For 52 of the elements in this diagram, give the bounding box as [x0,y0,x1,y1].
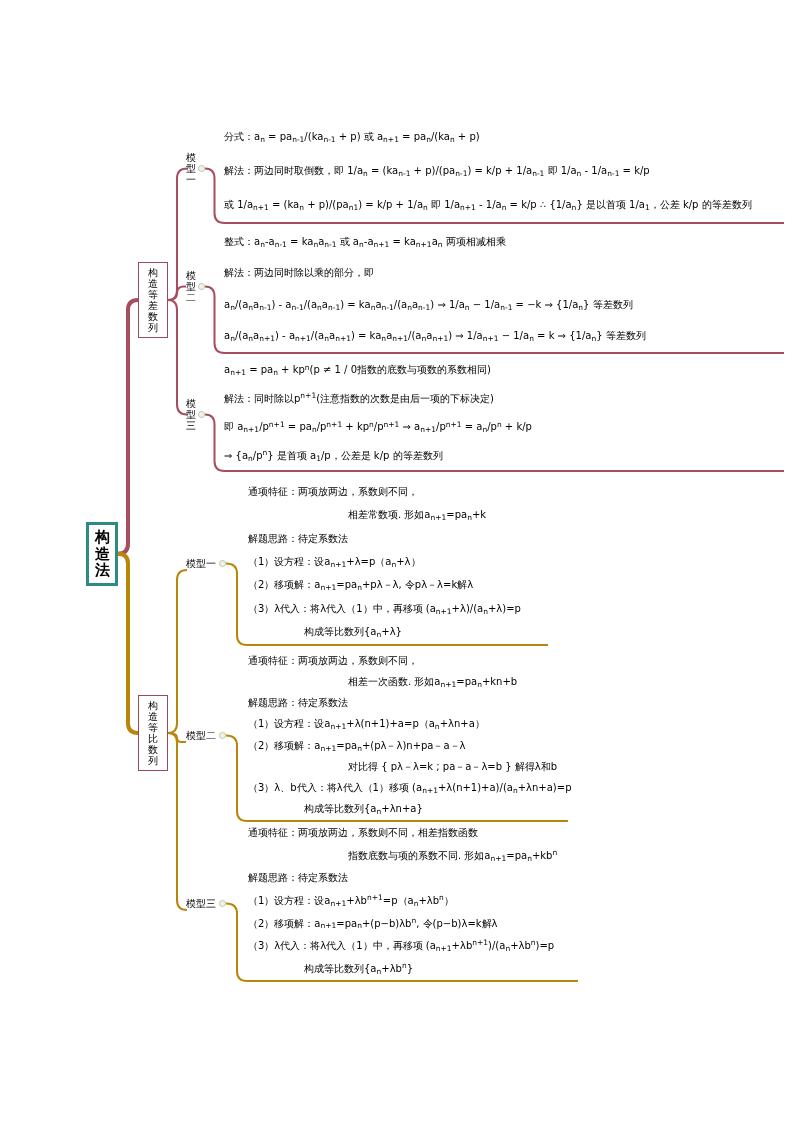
formula-line: 对比得 { pλ－λ=k ; pa－a－λ=b } 解得λ和b [347,759,559,774]
topic-text: 构造法 [94,529,110,579]
formula-line: （3）λ代入：将λ代入（1）中，再移项 (a$_{n+1}$+λb$^{n+1}$)/(a$_{n}$+λb$^{n}$)=p [248,939,556,954]
formula-line: （2）移项解：a$_{n+1}$=pa$_{n}$+pλ－λ, 令pλ－λ=k解λ [248,578,475,593]
formula-line: （2）移项解：a$_{n+1}$=pa$_{n}$+(pλ－λ)n+pa－a－λ [248,738,467,753]
formula-line: 相差常数项. 形如a$_{n+1}$=pa$_{n}$+k [347,508,488,523]
branch-connector [117,298,140,556]
topic-text: 模型一 [186,557,216,571]
formula-line: 构成等比数列{a$_{n}$+λn+a} [303,802,424,817]
formula-line: 整式：a$_{n}$-a$_{n-1}$ = ka$_{n}$a$_{n-1}$ 或 a$_{n}$-a$_{n+1}$ = ka$_{n+1}$a$_{n}$ 两项相减相乘 [224,234,507,249]
formula-line: a$_{n}$/(a$_{n}$a$_{n+1}$) - a$_{n+1}$/(a$_{n}$a$_{n+1}$) = ka$_{n}$a$_{n+1}$/(a$_{n}$a$_{n+1}$) ⇒ 1/a$_{n+1}$ − 1/a$_{n}$ = k ⇒ {1/a$_{n}$} 等差数列 [224,329,647,344]
topic-text: 模型三 [186,897,216,911]
formula-line: 解题思路：待定系数法 [248,696,349,711]
root-topic-box [86,522,118,586]
formula-line: （3）λ代入：将λ代入（1）中，再移项 (a$_{n+1}$+λ)/(a$_{n}$+λ)=p [248,601,522,616]
formula-line: 通项特征：两项放两边，系数则不同，相差指数函数 [248,826,479,841]
formula-line: 解法：同时除以p$^{n+1}$(注意指数的次数是由后一项的下标决定) [224,391,495,406]
model-label [186,896,226,911]
topic-text: 构造等比数列 [148,700,158,766]
topic-text: 模型三 [186,398,196,431]
formula-line: （2）移项解：a$_{n+1}$=pa$_{n}$+(p−b)λb$^{n}$, 令(p−b)λ=k解λ [248,916,499,931]
topic-text: 模型二 [186,729,216,743]
formula-line: 解法：两边同时取倒数，即 1/a$_{n}$ = (ka$_{n-1}$ + p)/(pa$_{n-1}$) = k/p + 1/a$_{n-1}$ 即 1/a$_{n}$ - 1/a$_{n-1}$ = k/p [224,164,651,178]
formula-line: a$_{n+1}$ = pa$_{n}$ + kp$^{n}$(p ≠ 1 / 0指数的底数与项数的系数相同) [224,363,492,378]
formula-line: 指数底数与项的系数不同. 形如a$_{n+1}$=pa$_{n}$+kb$^{n}$ [347,848,559,863]
branch-connector [117,551,140,735]
topic-text: 构造等差数列 [148,267,158,333]
formula-line: a$_{n}$/(a$_{n}$a$_{n-1}$) - a$_{n-1}$/(a$_{n}$a$_{n-1}$) = ka$_{n}$a$_{n-1}$/(a$_{n}$a$_{n-1}$) ⇒ 1/a$_{n}$ − 1/a$_{n-1}$ = −k ⇒ {1/a$_{n}$} 等差数列 [224,297,634,312]
model-label [186,270,205,303]
formula-line: 解题思路：待定系数法 [248,871,349,886]
formula-line: 解题思路：待定系数法 [248,531,349,546]
formula-line: 通项特征：两项放两边，系数则不同， [248,484,419,499]
formula-line: 即 a$_{n+1}$/p$^{n+1}$ = pa$_{n}$/p$^{n+1}$ + kp$^{n}$/p$^{n+1}$ ⇒ a$_{n+1}$/p$^{n+1}$ = a$_{n}$/p$^{n}$ + k/p [224,420,533,435]
formula-line: 解法：两边同时除以乘的部分，即 [224,266,375,281]
formula-line: （1）设方程：设a$_{n+1}$+λb$^{n+1}$=p（a$_{n}$+λb$^{n}$） [248,893,455,908]
formula-line: 分式：a$_{n}$ = pa$_{n-1}$/(ka$_{n-1}$ + p) 或 a$_{n+1}$ = pa$_{n}$/(ka$_{n}$ + p) [224,130,481,144]
model-label [186,728,226,743]
formula-line: 构成等比数列{a$_{n}$+λb$^{n}$} [303,961,415,976]
model-label [186,398,205,431]
formula-line: 或 1/a$_{n+1}$ = (ka$_{n}$ + p)/(pa$_{n1}$) = k/p + 1/a$_{n}$ 即 1/a$_{n+1}$ - 1/a$_{n}$ = k/p ∴ {1/a$_{n}$} 是以首项 1/a$_{1}$，公差 k/p 的等差数列 [224,198,753,212]
formula-line: 构成等比数列{a$_{n}$+λ} [303,625,403,640]
topic-text: 模型一 [186,152,196,185]
formula-line: 通项特征：两项放两边，系数则不同， [248,653,419,668]
formula-line: （1）设方程：设a$_{n+1}$+λ(n+1)+a=p（a$_{n}$+λn+a） [248,717,486,732]
formula-line: （1）设方程：设a$_{n+1}$+λ=p（a$_{n}$+λ） [248,554,422,569]
formula-line: ⇒ {a$_{n}$/p$^{n}$} 是首项 a$_{1}$/p，公差是 k/p 的等差数列 [224,448,444,463]
formula-line: 相差一次函数. 形如a$_{n+1}$=pa$_{n}$+kn+b [347,674,519,689]
branch-topic-box [138,695,168,771]
model-label [186,556,226,571]
branch-connector [167,299,188,416]
topic-text: 模型二 [186,270,196,303]
branch-topic-box [138,262,168,338]
